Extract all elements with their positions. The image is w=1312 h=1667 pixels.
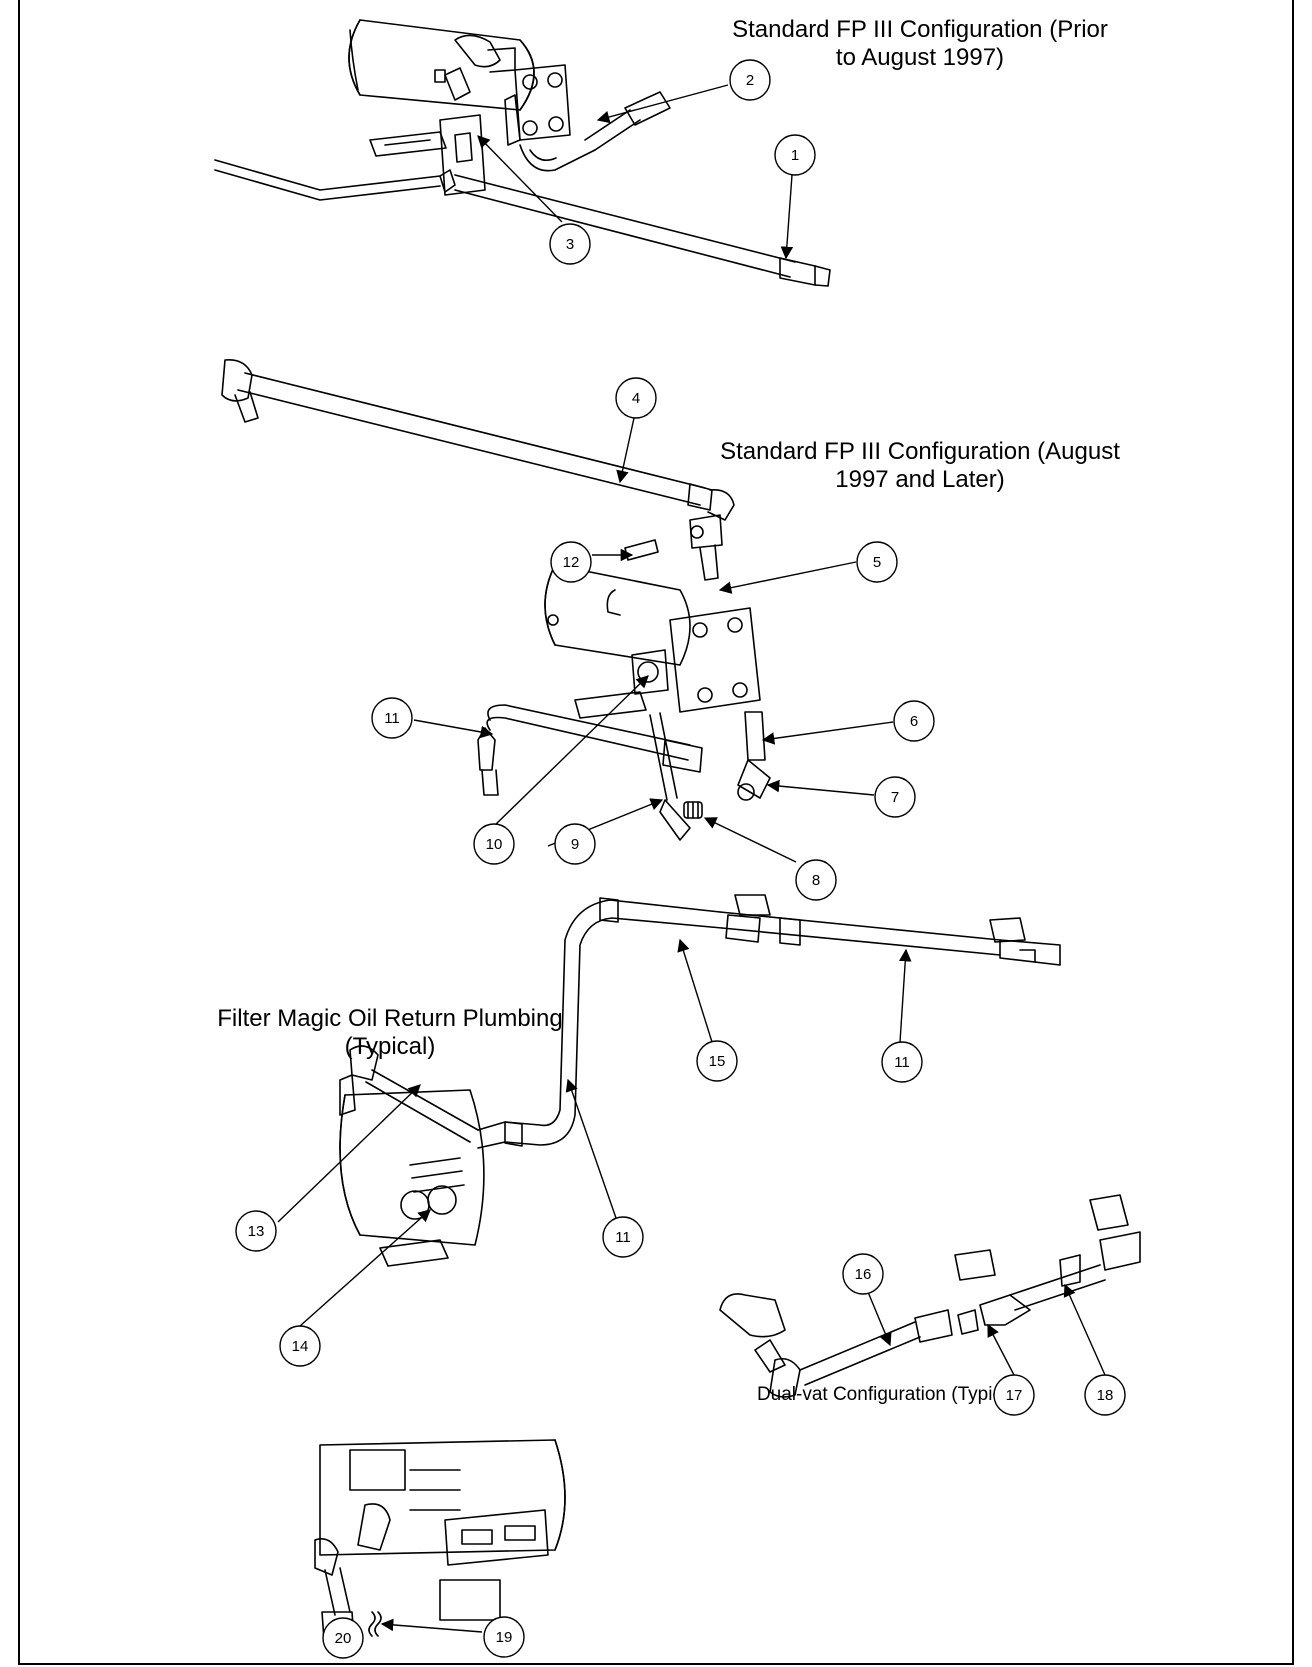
callout-17: 17 <box>993 1374 1035 1416</box>
svg-text:11: 11 <box>615 1229 631 1246</box>
callout-3: 3 <box>549 223 591 265</box>
callout-7: 7 <box>874 776 916 818</box>
svg-text:12: 12 <box>563 554 580 571</box>
callout-5: 5 <box>856 541 898 583</box>
callout-19: 19 <box>483 1616 525 1658</box>
leader-13 <box>277 1084 421 1223</box>
pump-head-prior <box>504 64 571 146</box>
svg-text:4: 4 <box>632 390 640 407</box>
return-tube-long <box>221 358 735 521</box>
callout-16: 16 <box>842 1253 884 1295</box>
diagram-frame <box>18 0 1294 1665</box>
svg-text:6: 6 <box>910 713 918 730</box>
pump-motor-bottom <box>314 1439 566 1621</box>
caption-prior-config: Standard FP III Configuration (Prior to … <box>680 16 1160 73</box>
caption-dual-vat: Dual-vat Configuration (Typical) <box>756 1384 1024 1405</box>
svg-text:7: 7 <box>891 789 899 806</box>
svg-text:1: 1 <box>791 147 799 164</box>
mounting-bracket-prior <box>369 114 486 196</box>
callout-12: 12 <box>550 541 592 583</box>
leader-5 <box>718 561 857 594</box>
svg-text:14: 14 <box>292 1338 309 1355</box>
pump-motor-later <box>544 564 691 666</box>
callout-14: 14 <box>279 1325 321 1367</box>
leader-3 <box>477 135 563 223</box>
callout-20: 20 <box>322 1617 364 1659</box>
leader-17 <box>987 1323 1015 1376</box>
callout-8: 8 <box>795 859 837 901</box>
leader-11b <box>898 948 912 1043</box>
callout-4: 4 <box>615 377 657 419</box>
callout-10: 10 <box>473 823 515 865</box>
callout-18: 18 <box>1084 1374 1126 1416</box>
caption-later-line2: 1997 and Later) <box>835 466 1005 494</box>
svg-text:2: 2 <box>746 72 754 89</box>
svg-text:8: 8 <box>812 872 820 889</box>
callout-11a: 11 <box>371 697 413 739</box>
tube-13 <box>365 1069 479 1143</box>
svg-text:13: 13 <box>248 1223 265 1240</box>
callout-11b: 11 <box>881 1041 923 1083</box>
leader-6 <box>761 721 894 745</box>
bracket-later <box>574 691 647 719</box>
tube-11-later <box>477 704 703 796</box>
drain-tube-prior <box>214 159 831 287</box>
svg-text:5: 5 <box>873 554 881 571</box>
leader-15 <box>677 938 713 1043</box>
tube-9 <box>649 712 691 841</box>
caption-prior-line1: Standard FP III Configuration (Prior <box>732 16 1108 43</box>
leader-1 <box>780 174 794 260</box>
caption-prior-line2: to August 1997) <box>835 44 1005 72</box>
leader-10 <box>493 675 649 827</box>
caption-later-line1: Standard FP III Configuration (August <box>720 438 1120 465</box>
callout-6: 6 <box>893 700 935 742</box>
svg-text:3: 3 <box>566 236 574 253</box>
callout-9: 9 <box>554 823 596 865</box>
callout-15: 15 <box>696 1040 738 1082</box>
callout-2: 2 <box>729 59 771 101</box>
pump-motor-prior <box>348 19 535 111</box>
leader-11a <box>413 719 494 739</box>
leader-8 <box>703 817 797 863</box>
leader-18 <box>1063 1283 1106 1376</box>
svg-text:11: 11 <box>384 710 400 727</box>
svg-text:10: 10 <box>486 836 503 853</box>
pump-motor-fm <box>339 1045 485 1267</box>
svg-text:15: 15 <box>709 1053 726 1070</box>
svg-text:17: 17 <box>1006 1387 1023 1404</box>
leader-11c <box>565 1078 617 1219</box>
leader-7 <box>766 779 875 796</box>
caption-filter-magic-line1: Filter Magic Oil Return Plumbing <box>217 1005 563 1032</box>
leader-16 <box>867 1291 892 1347</box>
caption-later-config: Standard FP III Configuration (August 19… <box>680 438 1160 495</box>
leader-14 <box>299 1209 431 1327</box>
tube-11-fm <box>477 897 723 1149</box>
leader-4 <box>616 417 635 484</box>
manifold-15-11 <box>719 894 1061 966</box>
callout-11c: 11 <box>602 1216 644 1258</box>
svg-text:19: 19 <box>496 1629 513 1646</box>
nipple-6-elbow-7 <box>737 711 771 801</box>
dual-vat-assembly <box>719 1194 1141 1398</box>
svg-text:20: 20 <box>335 1630 352 1647</box>
leader-19 <box>380 1618 483 1633</box>
elbow-fittings-prior <box>434 34 516 101</box>
callout-1: 1 <box>774 134 816 176</box>
leader-2 <box>596 84 729 124</box>
svg-text:18: 18 <box>1097 1387 1114 1404</box>
nut-8 <box>683 801 703 819</box>
svg-text:9: 9 <box>571 836 579 853</box>
callout-13: 13 <box>235 1210 277 1252</box>
return-line-prior <box>519 91 671 172</box>
nipple-12 <box>624 539 659 561</box>
svg-text:16: 16 <box>855 1266 872 1283</box>
svg-text:11: 11 <box>894 1054 910 1071</box>
tee-fitting-later <box>689 514 723 581</box>
